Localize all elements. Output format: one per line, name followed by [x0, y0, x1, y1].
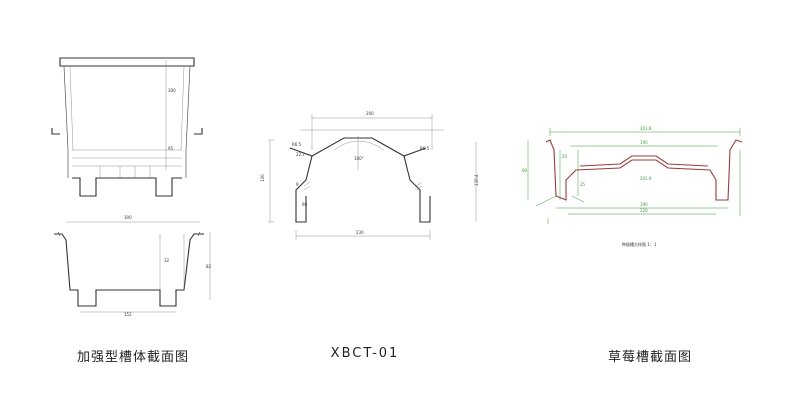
reinforced-trough-elevation: 300 95 [51, 57, 203, 197]
caption-left: 加强型槽体截面图 [76, 350, 189, 365]
svg-text:100°: 100° [354, 156, 364, 161]
svg-text:22.7: 22.7 [296, 152, 305, 157]
caption-right: 草莓槽截面图 [607, 350, 692, 365]
svg-text:300: 300 [124, 215, 132, 220]
svg-text:300: 300 [168, 88, 176, 93]
svg-text:95: 95 [168, 146, 174, 151]
caption-middle: XBCT-01 [330, 346, 400, 361]
svg-text:130.4: 130.4 [474, 174, 479, 186]
svg-text:200: 200 [366, 111, 374, 116]
svg-text:25: 25 [580, 182, 586, 187]
scale-note: 种植槽大样图 1：1 [622, 241, 657, 247]
svg-text:R6.5: R6.5 [420, 146, 430, 151]
svg-text:32: 32 [164, 258, 170, 263]
svg-text:230: 230 [356, 230, 364, 235]
svg-text:90: 90 [522, 168, 528, 173]
reinforced-trough-section: 300 82 32 152 [54, 215, 212, 317]
svg-text:152: 152 [124, 312, 132, 317]
svg-text:201.9: 201.9 [640, 176, 652, 181]
svg-text:190: 190 [640, 202, 648, 207]
svg-text:R6.5: R6.5 [292, 142, 302, 147]
svg-text:82: 82 [206, 264, 212, 269]
svg-text:20: 20 [562, 154, 568, 159]
xbct-profile: 200 100° R6.5 R6.5 22.7 9 90 130 130.4 2… [260, 111, 479, 240]
svg-text:201.8: 201.8 [640, 126, 652, 131]
svg-text:130: 130 [260, 174, 265, 182]
svg-text:190: 190 [640, 140, 648, 145]
svg-text:90: 90 [302, 202, 308, 207]
svg-text:220: 220 [640, 208, 648, 213]
svg-text:9: 9 [296, 182, 299, 187]
strawberry-trough-section: 201.8 190 90 20 25 201.9 190 220 种植槽大样图 … [522, 126, 743, 247]
